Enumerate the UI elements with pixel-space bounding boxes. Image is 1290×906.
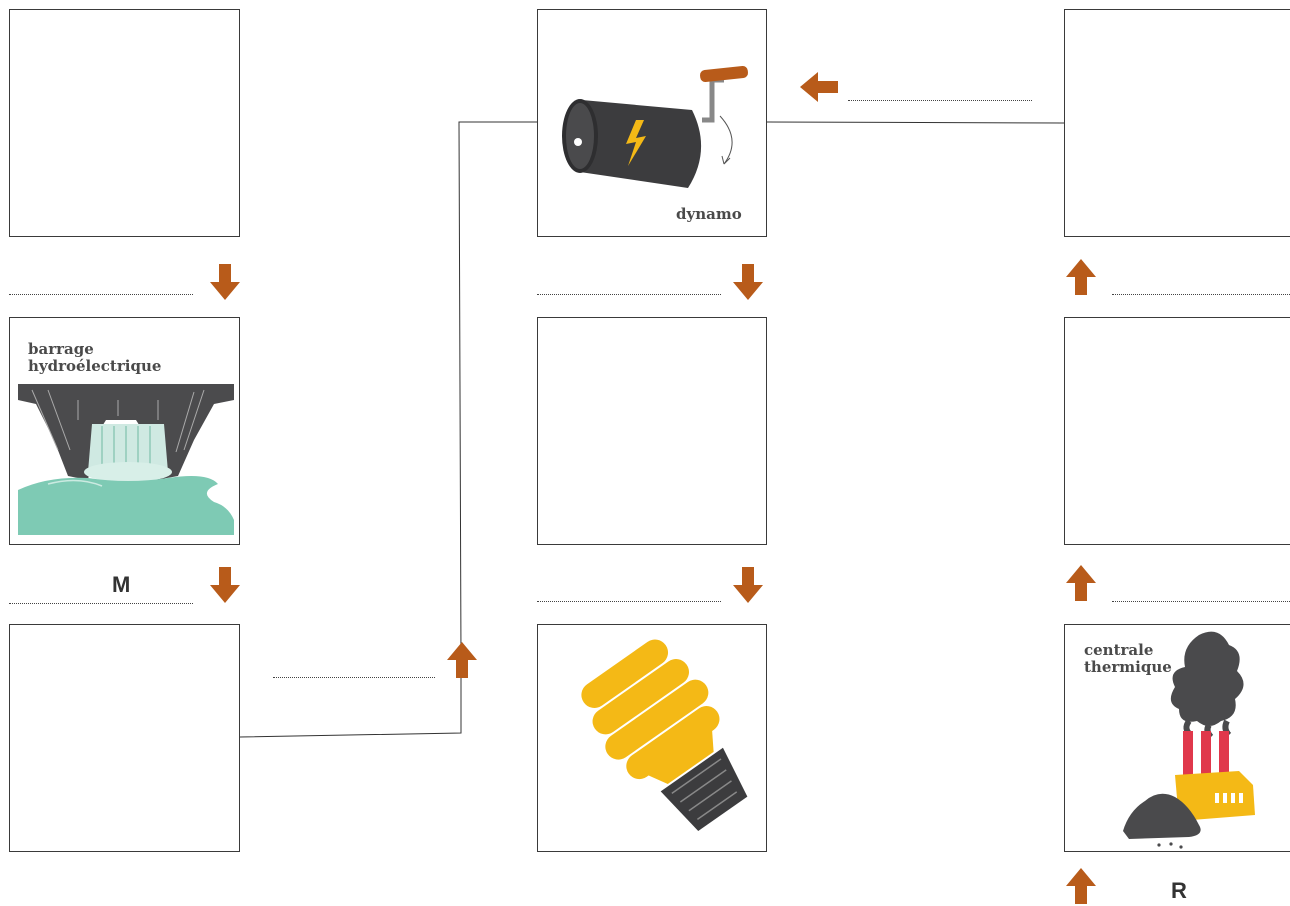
- empty-box-left-top[interactable]: [9, 9, 240, 237]
- empty-box-middle[interactable]: [537, 317, 767, 545]
- arrow-up-icon: [447, 642, 477, 678]
- hydroelectric-dam-icon: [18, 380, 234, 535]
- box-hydroelectric-dam[interactable]: barrage hydroélectrique: [9, 317, 240, 545]
- answer-line-middle-connector[interactable]: [273, 677, 435, 678]
- arrow-left-icon: [800, 72, 838, 102]
- answer-line-left-2[interactable]: [9, 603, 193, 604]
- box-thermal-plant[interactable]: centrale thermique: [1064, 624, 1290, 852]
- thermal-power-plant-icon: [1119, 625, 1290, 850]
- box-dynamo[interactable]: dynamo: [537, 9, 767, 237]
- empty-box-right-middle[interactable]: [1064, 317, 1290, 545]
- arrow-up-icon: [1066, 868, 1096, 904]
- arrow-down-icon: [210, 567, 240, 603]
- arrow-down-icon: [733, 567, 763, 603]
- answer-line-left-1[interactable]: [9, 294, 193, 295]
- answer-line-right-2[interactable]: [1112, 601, 1290, 602]
- empty-box-right-top[interactable]: [1064, 9, 1290, 237]
- box-light-bulb[interactable]: [537, 624, 767, 852]
- letter-m: M: [112, 572, 130, 598]
- answer-line-middle-1[interactable]: [537, 294, 721, 295]
- arrow-down-icon: [210, 264, 240, 300]
- dam-label-line1: barrage: [28, 342, 94, 357]
- arrow-up-icon: [1066, 259, 1096, 295]
- empty-box-left-bottom[interactable]: [9, 624, 240, 852]
- answer-line-middle-2[interactable]: [537, 601, 721, 602]
- dynamo-crank-battery-icon: [552, 60, 757, 200]
- letter-r: R: [1171, 878, 1187, 904]
- dynamo-label: dynamo: [676, 207, 742, 222]
- arrow-up-icon: [1066, 565, 1096, 601]
- dam-label-line2: hydroélectrique: [28, 359, 161, 374]
- answer-line-right-1[interactable]: [1112, 294, 1290, 295]
- answer-line-right-top[interactable]: [848, 100, 1032, 101]
- arrow-down-icon: [733, 264, 763, 300]
- energy-saving-bulb-icon: [552, 637, 757, 832]
